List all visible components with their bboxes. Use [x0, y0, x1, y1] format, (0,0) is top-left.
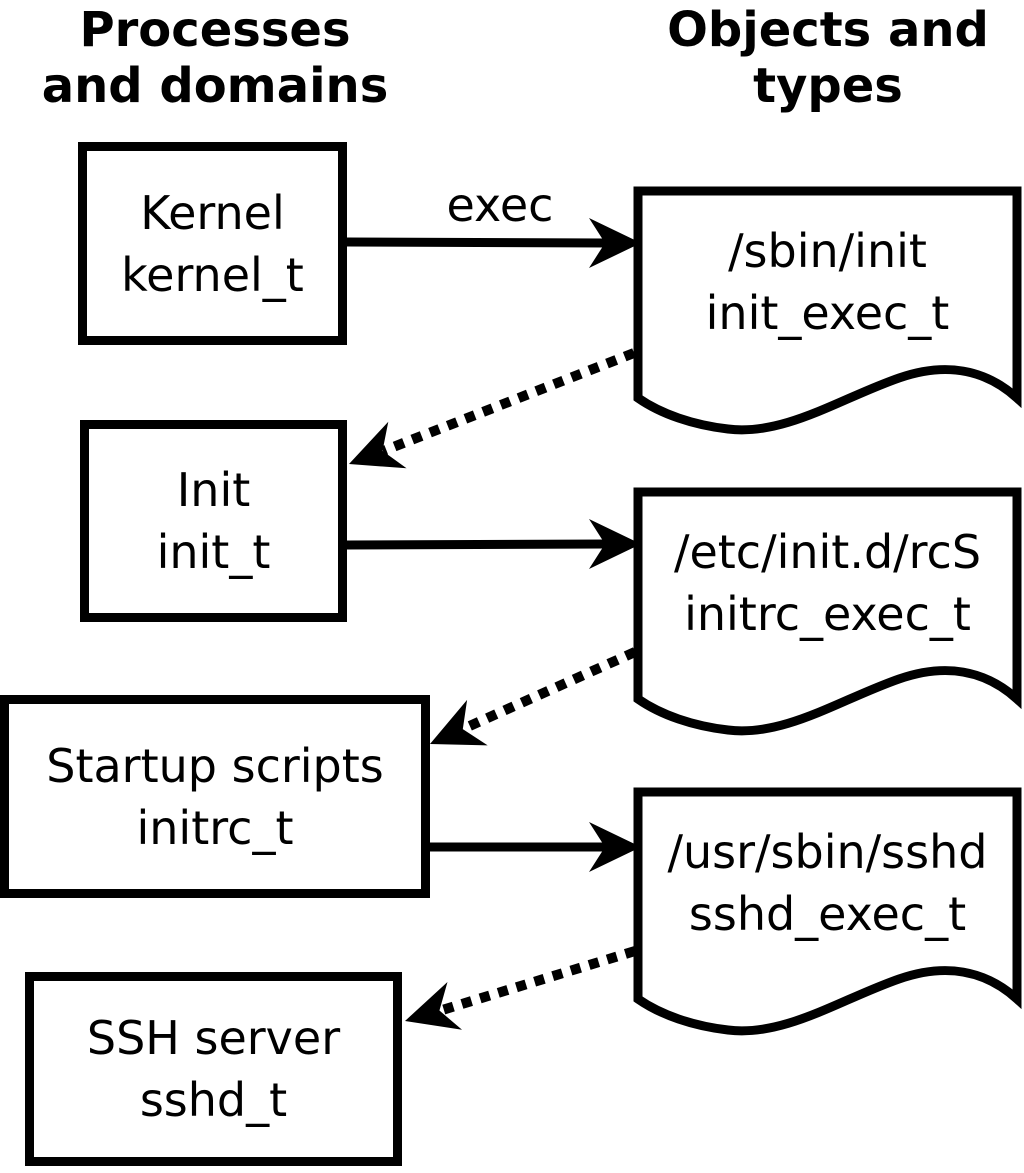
process-name: SSH server [86, 1011, 341, 1065]
process-domain: sshd_t [139, 1073, 288, 1127]
right-column-header: Objects and types [613, 2, 1024, 114]
object-type: init_exec_t [705, 286, 950, 340]
process-name: Kernel [140, 185, 285, 240]
process-domain: kernel_t [121, 247, 304, 302]
document-shape [633, 186, 1022, 435]
process-domain: init_t [156, 525, 271, 579]
arrowhead-icon [349, 421, 407, 469]
right-header-line1: Objects and [667, 2, 989, 58]
exec-arrow-startup-to-usr-sbin-sshd [430, 822, 641, 872]
document-shape [633, 787, 1022, 1036]
document-shape [633, 487, 1022, 736]
left-header-line1: Processes [79, 2, 351, 58]
process-domain: initrc_t [136, 800, 294, 855]
process-box-init: Init init_t [80, 420, 347, 622]
object-path: /etc/init.d/rcS [673, 525, 982, 579]
object-path: /sbin/init [728, 224, 927, 278]
transition-arrow-rcs-to-startup-scripts [430, 647, 638, 746]
arrowhead-icon [405, 981, 463, 1030]
process-name: Init [176, 463, 251, 517]
transition-arrow-sbin-init-to-init [349, 348, 636, 469]
exec-edge-label: exec [446, 178, 554, 232]
object-type: sshd_exec_t [688, 887, 967, 941]
right-header-line2: types [753, 58, 903, 114]
transition-arrow-sshd-to-ssh-server [405, 946, 637, 1030]
object-doc-etc-initd-rcs: /etc/init.d/rcS initrc_exec_t [633, 487, 1022, 741]
object-doc-usr-sbin-sshd: /usr/sbin/sshd sshd_exec_t [633, 787, 1022, 1041]
left-header-line2: and domains [41, 58, 389, 114]
object-type: initrc_exec_t [684, 587, 971, 641]
object-path: /usr/sbin/sshd [667, 825, 988, 879]
exec-arrow-init-to-etc-initd-rcs [346, 519, 641, 569]
process-box-ssh-server: SSH server sshd_t [25, 972, 402, 1166]
process-name: Startup scripts [46, 738, 384, 793]
object-doc-sbin-init: /sbin/init init_exec_t [633, 186, 1022, 440]
process-box-startup-scripts: Startup scripts initrc_t [0, 695, 430, 898]
process-box-kernel: Kernel kernel_t [78, 142, 347, 345]
left-column-header: Processes and domains [0, 2, 430, 114]
